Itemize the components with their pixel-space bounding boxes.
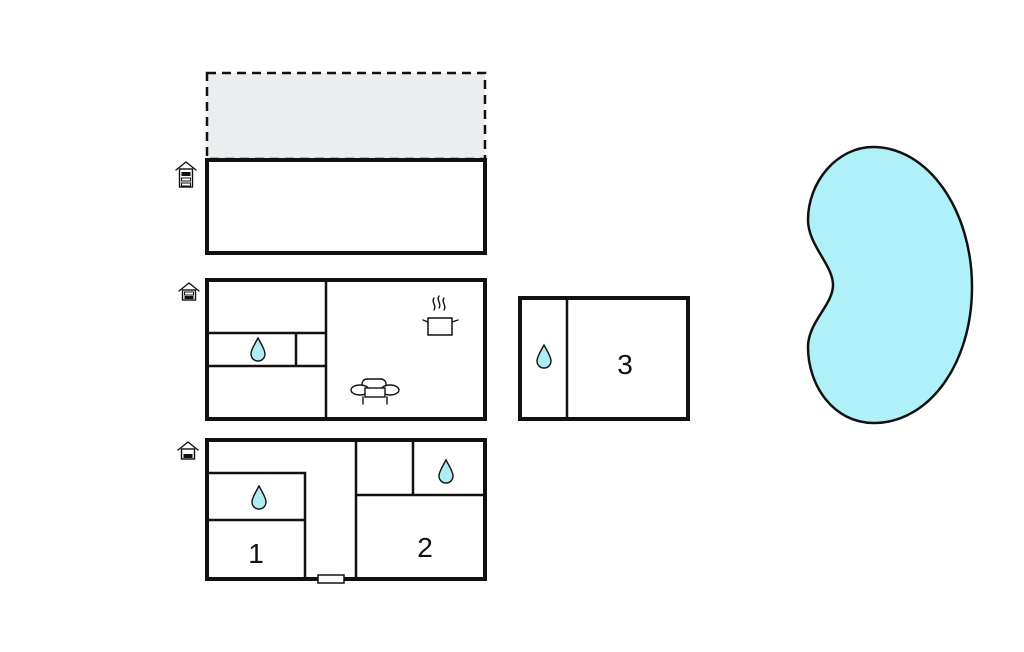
annex-building-outline <box>518 296 690 421</box>
middle-building-outline <box>205 278 487 421</box>
middle-building <box>205 278 487 421</box>
bottom-building-outline <box>205 438 487 581</box>
sofa-icon <box>350 378 400 405</box>
water-drop-icon <box>251 484 267 510</box>
wall-partition <box>207 471 307 579</box>
top-building <box>205 158 487 255</box>
swimming-pool <box>806 145 974 425</box>
house-floor-0-icon <box>177 441 199 460</box>
room-label-bedroom-3: 3 <box>617 349 633 380</box>
water-drop-icon <box>438 458 454 484</box>
bottom-building <box>205 438 487 584</box>
house-floor-2-icon <box>175 161 197 188</box>
top-building-outline <box>205 158 487 255</box>
annex-building <box>518 296 690 421</box>
terrace-area <box>205 71 487 161</box>
cooking-pot-icon <box>422 295 459 336</box>
room-label-bedroom-1: 1 <box>248 538 264 569</box>
house-floor-1-icon <box>178 282 200 301</box>
water-drop-icon <box>250 336 266 362</box>
water-drop-icon <box>536 343 552 369</box>
door-icon <box>317 574 345 584</box>
room-label-bedroom-2: 2 <box>417 532 433 563</box>
